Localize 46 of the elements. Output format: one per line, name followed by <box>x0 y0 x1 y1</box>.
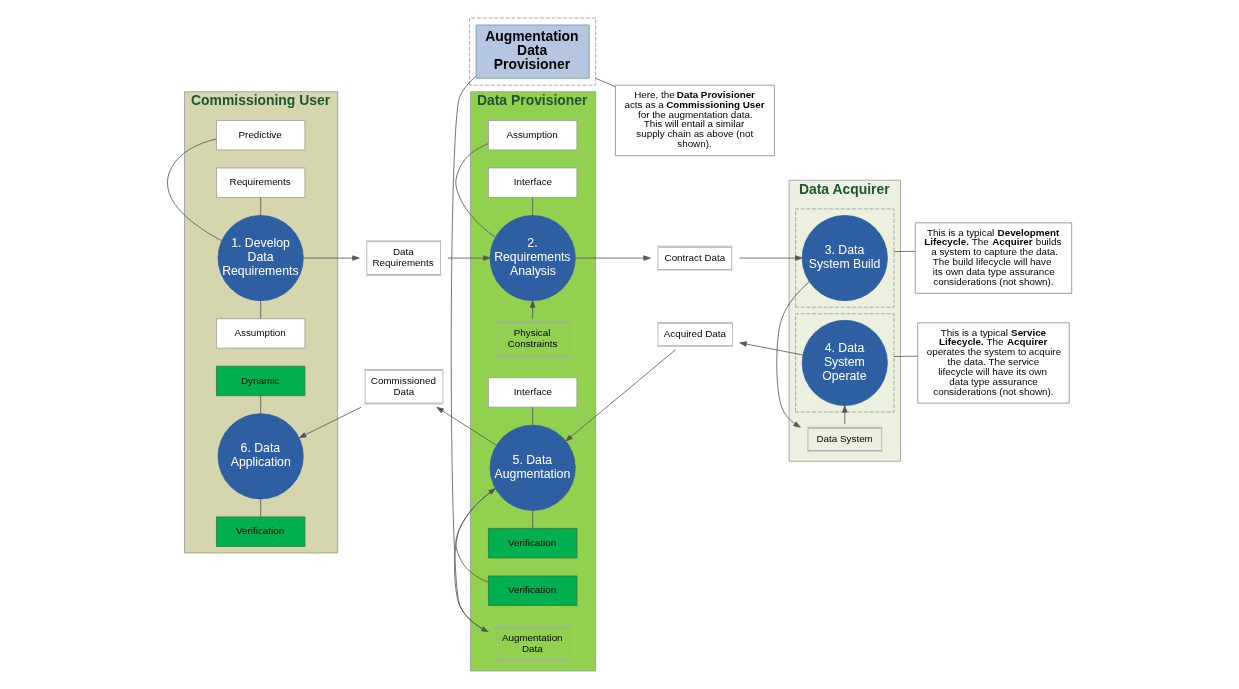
arrow <box>842 405 848 425</box>
node-box: Predictive <box>216 120 306 151</box>
node-circle: 2. Requirements Analysis <box>489 215 576 302</box>
connector <box>595 77 616 88</box>
node-circle: 6. Data Application <box>217 413 304 500</box>
arrow <box>436 406 497 446</box>
node-box: Interface <box>488 377 578 408</box>
arrow <box>575 255 651 261</box>
arrow <box>447 255 491 261</box>
connector <box>532 406 534 426</box>
arrow <box>303 255 360 261</box>
connector <box>455 143 496 238</box>
arrow <box>565 349 676 442</box>
arrow <box>450 75 489 633</box>
node-box: This is a typical Service Lifecycle. The Acquirer operates the system to acquire the data. The service lifecycle will have its own data type assurance considerations (not shown). <box>917 322 1070 404</box>
cluster <box>469 17 597 86</box>
arrow <box>454 488 496 633</box>
connector <box>893 355 919 357</box>
arrow <box>298 406 362 439</box>
connector <box>532 197 534 216</box>
connector <box>893 250 916 253</box>
node-box: Requirements <box>216 167 306 198</box>
connector <box>532 510 534 529</box>
arrow <box>739 341 804 356</box>
node-circle: 4. Data System Operate <box>801 319 888 406</box>
node-box: Augmentation Data Provisioner <box>475 24 590 79</box>
connector <box>260 197 262 216</box>
node-box: Verification <box>488 528 578 559</box>
connector <box>260 395 262 415</box>
arrow <box>738 255 803 261</box>
connector <box>167 138 223 242</box>
arrow <box>776 281 810 428</box>
connector <box>455 488 496 583</box>
connector <box>260 498 262 518</box>
node-box: Assumption <box>488 120 578 151</box>
node-box: Verification <box>216 516 306 547</box>
arrow <box>529 300 536 319</box>
node-circle: 1. Develop Data Requirements <box>217 215 304 302</box>
node-box: Here, the Data Provisioner acts as a Commissioning User for the augmentation data. This will entail a similar supply chain as above (not shown). <box>615 84 775 157</box>
node-box: This is a typical Development Lifecycle. The Acquirer builds a system to capture the data. The build lifecycle will have its own data type assurance considerations (not shown). <box>914 222 1073 294</box>
connector <box>260 300 262 319</box>
node-box: Interface <box>488 167 578 198</box>
node-box: Verification <box>488 575 578 606</box>
node-box: Dynamic <box>216 365 306 397</box>
node-circle: 3. Data System Build <box>801 215 888 302</box>
node-box: Assumption <box>216 318 306 349</box>
